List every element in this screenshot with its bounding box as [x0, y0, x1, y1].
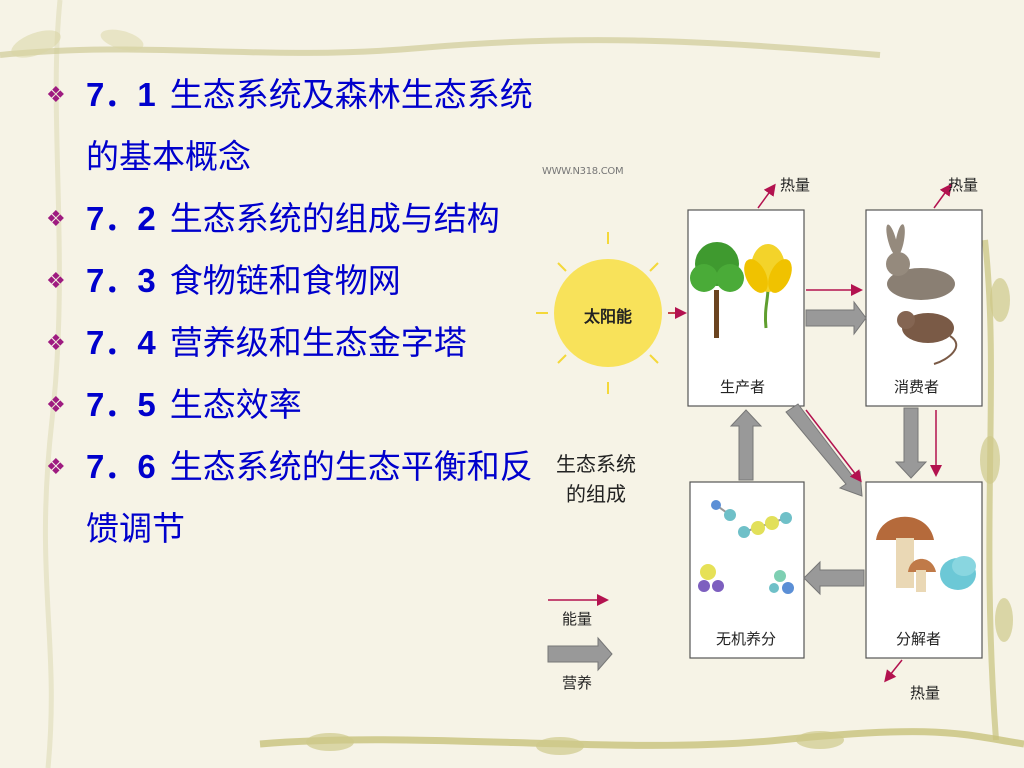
- outline-item: ❖ 7．2 生态系统的组成与结构: [46, 188, 536, 250]
- producer-box: [687, 209, 805, 407]
- diamond-bullet-icon: ❖: [46, 207, 66, 232]
- item-number: 7．3: [86, 262, 156, 299]
- item-number: 7．6: [86, 448, 156, 485]
- producer-label: 生产者: [720, 378, 766, 396]
- heat-label-decomposer: 热量: [910, 684, 941, 702]
- diamond-bullet-icon: ❖: [46, 393, 66, 418]
- outline-item: ❖ 7．3 食物链和食物网: [46, 250, 536, 312]
- diamond-bullet-icon: ❖: [46, 269, 66, 294]
- watermark-text: WWW.N318.COM: [542, 166, 624, 177]
- outline-item: ❖ 7．4 营养级和生态金字塔: [46, 312, 536, 374]
- decomposer-label: 分解者: [896, 630, 942, 648]
- mushroom-icon: [876, 516, 936, 592]
- heat-label-consumer: 热量: [948, 176, 979, 194]
- item-text: 生态系统及森林生态系统的基本概念: [86, 75, 533, 176]
- consumer-box: [865, 209, 983, 407]
- diamond-bullet-icon: ❖: [46, 455, 66, 480]
- consumer-label: 消费者: [894, 378, 940, 396]
- item-text: 生态系统的生态平衡和反馈调节: [86, 447, 533, 548]
- ecosystem-diagram-graphic: [536, 183, 983, 683]
- diamond-bullet-icon: ❖: [46, 331, 66, 356]
- item-text: 食物链和食物网: [169, 261, 401, 300]
- mouse-icon: [897, 311, 958, 365]
- item-text: 生态系统的组成与结构: [169, 199, 500, 238]
- diamond-bullet-icon: ❖: [46, 83, 66, 108]
- sun-label: 太阳能: [584, 307, 633, 326]
- tree-icon: [690, 242, 744, 338]
- legend-energy-label: 能量: [562, 610, 593, 628]
- item-number: 7．2: [86, 200, 156, 237]
- heat-label-producer: 热量: [780, 176, 811, 194]
- item-number: 7．1: [86, 76, 156, 113]
- sun-icon: [536, 232, 680, 394]
- item-number: 7．5: [86, 386, 156, 423]
- ecosystem-caption-line2: 的组成: [566, 482, 626, 506]
- item-number: 7．4: [86, 324, 156, 361]
- ecosystem-caption-line1: 生态系统: [556, 452, 636, 476]
- ecosystem-diagram: WWW.N318.COM 太阳能 生态系统 的组成 生产者 消费者 无机养分 分…: [536, 160, 998, 720]
- lichen-icon: [940, 556, 976, 590]
- rabbit-icon: [886, 224, 955, 300]
- item-text: 生态效率: [169, 385, 302, 424]
- item-text: 营养级和生态金字塔: [169, 323, 467, 362]
- outline-item: ❖ 7．5 生态效率: [46, 374, 536, 436]
- molecules-icon: [698, 500, 794, 594]
- legend-nutrition-label: 营养: [562, 674, 593, 692]
- nutrients-label: 无机养分: [716, 630, 777, 648]
- flower-icon: [744, 244, 792, 329]
